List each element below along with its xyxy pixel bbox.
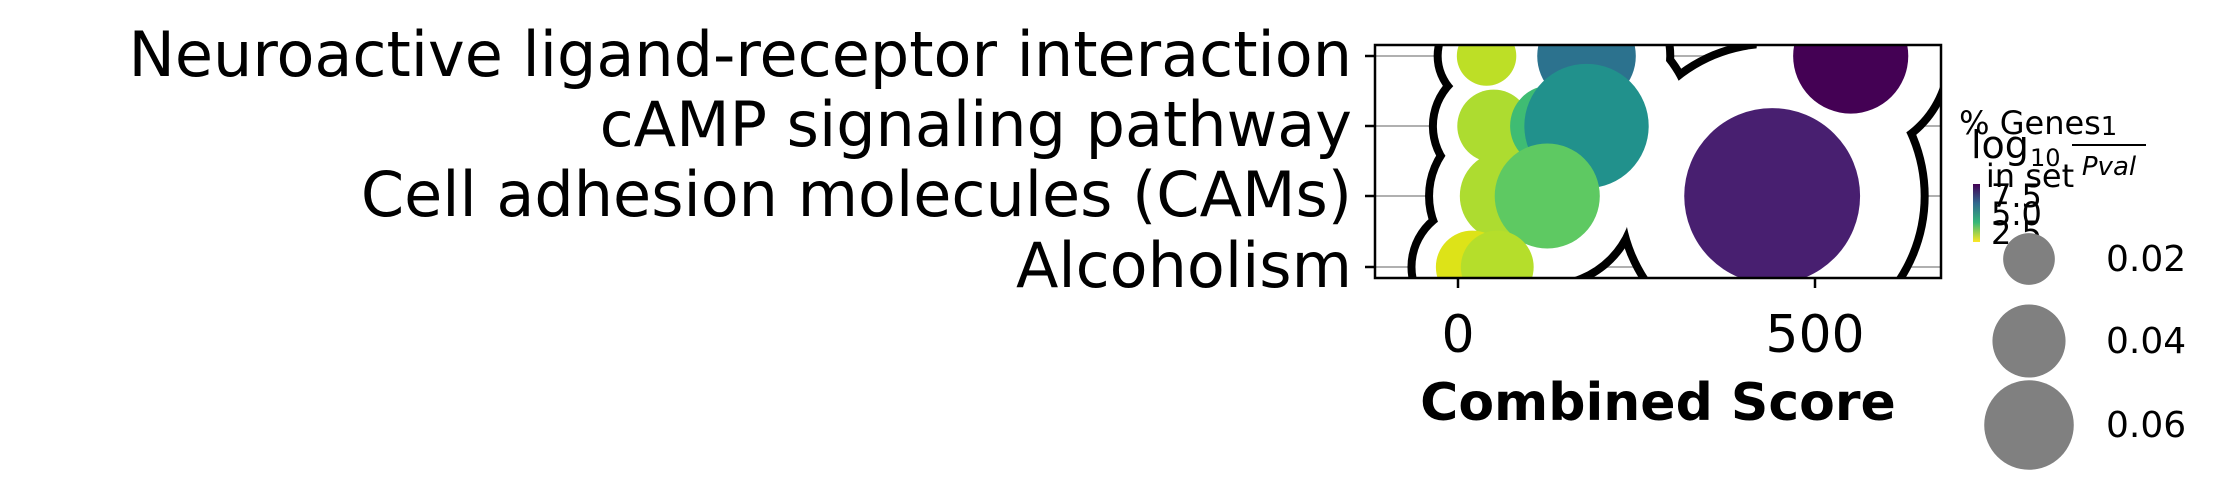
color-legend-title-log: log [1971,123,2029,167]
x-tick-label: 0 [1441,305,1474,365]
x-axis-ticks: 0 500 [1441,278,1865,365]
size-legend-title-line1: % Genes [1959,104,2101,142]
y-tick-label: Cell adhesion molecules (CAMs) [361,158,1352,231]
x-tick-label: 500 [1765,305,1864,365]
data-point [1460,230,1534,278]
size-legend-marker [1992,304,2066,378]
size-legend-label: 0.04 [2106,321,2186,362]
size-legend: % Genes in set 0.02 0.04 0.06 [1959,104,2186,470]
data-point [1684,108,1861,278]
data-point [1793,45,1909,114]
color-legend: log 10 1 Pval 7.55.02.5 [1971,112,2146,252]
color-legend-title-numerator: 1 [2101,112,2118,142]
y-tick-label: cAMP signaling pathway [600,88,1352,161]
colorbar [1973,184,1980,242]
size-legend-label: 0.02 [2106,239,2186,280]
y-axis-ticks: Neuroactive ligand-receptor interactionc… [129,18,1375,302]
y-tick-label: Neuroactive ligand-receptor interaction [129,18,1352,91]
size-legend-label: 0.06 [2106,405,2186,446]
plot-frame [1373,43,1943,280]
data-point [1494,143,1600,249]
colorbar-tick-label: 7.5 [1991,177,2042,215]
y-tick-label: Alcoholism [1016,229,1352,302]
size-legend-marker [1984,380,2074,470]
colorbar-tick-label: 5.0 [1991,195,2042,233]
color-legend-title-denominator: Pval [2082,152,2137,182]
color-legend-title-base: 10 [2030,144,2061,172]
size-legend-marker [2003,233,2055,285]
x-axis-label: Combined Score [1420,373,1896,433]
data-point [1457,89,1531,163]
size-legend-title-line2: in set [1986,157,2074,195]
data-points [1435,45,1909,278]
data-point [1456,45,1517,86]
